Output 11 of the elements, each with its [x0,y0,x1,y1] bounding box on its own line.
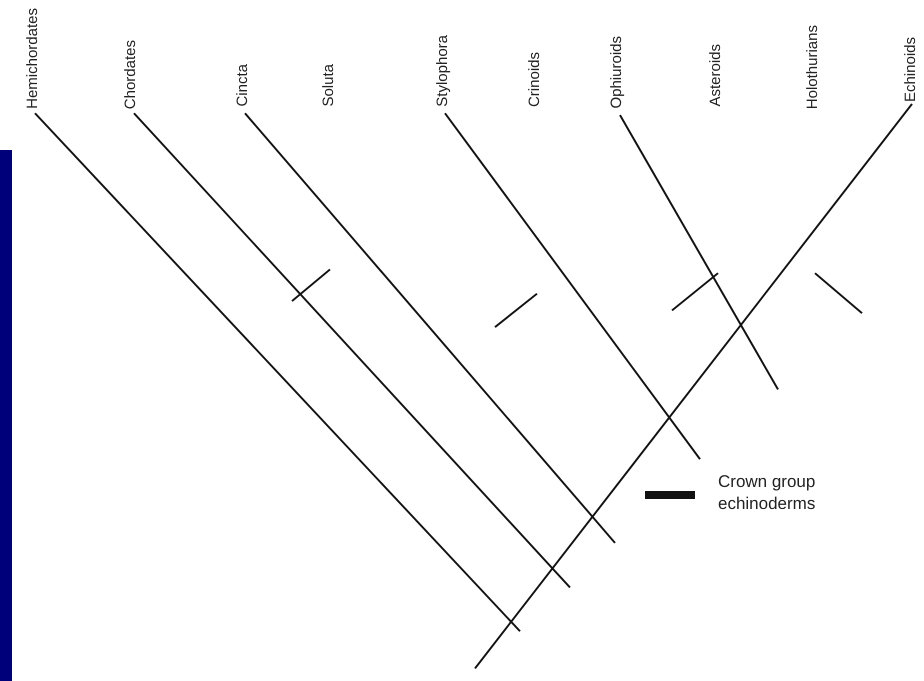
taxon-label: Crinoids [526,52,544,108]
clade-note: Crown group echinoderms [718,471,816,515]
taxon-label: Stylophora [434,35,452,108]
taxon-label: Hemichordates [24,8,42,110]
taxon-label: Cincta [234,64,252,107]
taxon-label: Soluta [320,64,338,107]
taxon-label: Asteroids [707,44,725,107]
taxon-label: Ophiuroids [608,36,626,109]
taxon-label: Echinoids [902,36,920,102]
taxon-label: Chordates [122,40,140,110]
taxon-label: Holothurians [804,25,822,110]
